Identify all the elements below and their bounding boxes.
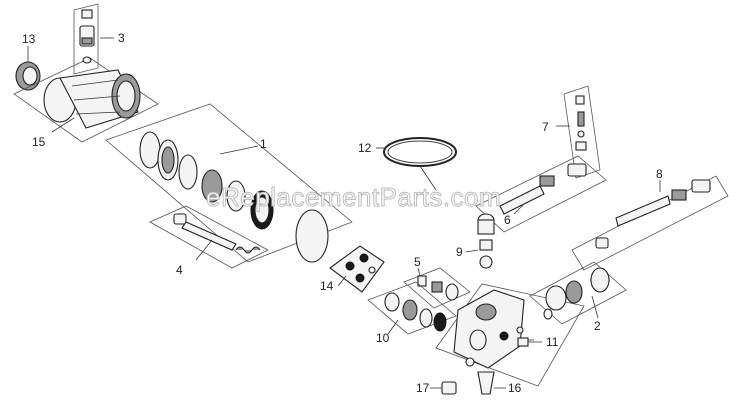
part-17-fitting[interactable] [430, 381, 457, 395]
part-10-seal-kit[interactable] [367, 281, 457, 335]
part-15-crankcase[interactable] [13, 57, 159, 143]
callout-11: 11 [546, 335, 559, 349]
part-1-bearing-kit[interactable] [105, 103, 353, 263]
callout-16: 16 [508, 381, 522, 395]
callout-14: 14 [320, 279, 334, 293]
callout-3: 3 [118, 31, 125, 45]
callout-10: 10 [376, 331, 390, 345]
callout-6: 6 [504, 213, 511, 227]
callout-7: 7 [542, 120, 549, 134]
part-11-plug[interactable] [517, 337, 542, 347]
part-2-outlet[interactable] [529, 261, 627, 325]
part-13-seal[interactable] [15, 46, 41, 91]
part-5-valves[interactable] [403, 267, 471, 309]
callout-13: 13 [22, 32, 36, 46]
part-14-head-plate[interactable] [329, 245, 385, 293]
part-16-fitting[interactable] [477, 371, 506, 395]
callout-5: 5 [414, 255, 421, 269]
callout-1: 1 [260, 137, 267, 151]
callout-2: 2 [594, 319, 601, 333]
part-12-oring[interactable] [376, 137, 457, 191]
callout-17: 17 [416, 381, 430, 395]
callout-12: 12 [358, 141, 372, 155]
part-4-connecting-rod[interactable] [149, 205, 269, 269]
callout-4: 4 [176, 263, 183, 277]
part-9-valve-cap[interactable] [465, 213, 495, 269]
part-8-injector[interactable] [571, 175, 729, 271]
watermark-text: eReplacementParts.com [206, 182, 501, 212]
callout-15: 15 [32, 135, 46, 149]
part-6-unloader[interactable] [475, 155, 607, 233]
callout-8: 8 [656, 167, 663, 181]
part-7-unloader-stem[interactable] [556, 85, 601, 179]
part-3-plunger[interactable] [73, 3, 114, 75]
callout-9: 9 [456, 245, 463, 259]
